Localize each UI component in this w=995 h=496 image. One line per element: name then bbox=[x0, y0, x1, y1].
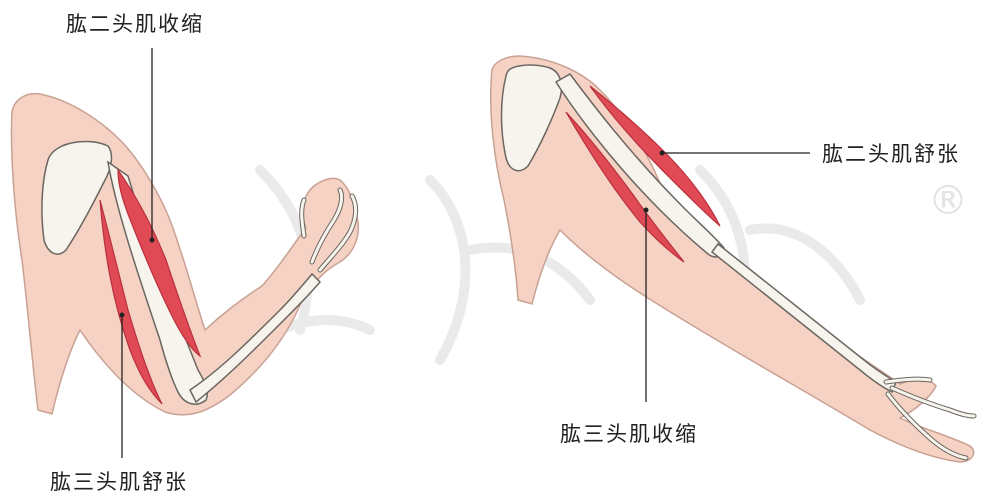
label-left-biceps-contract: 肱二头肌收缩 bbox=[66, 8, 204, 38]
left-biceps-leader-dot bbox=[150, 238, 155, 243]
right-triceps-leader-dot bbox=[644, 208, 649, 213]
right-biceps-leader-dot bbox=[660, 151, 665, 156]
left-flexed-arm bbox=[11, 48, 358, 458]
registered-mark: ® bbox=[928, 178, 968, 224]
label-right-triceps-contract: 肱三头肌收缩 bbox=[560, 418, 698, 448]
right-extended-arm bbox=[491, 56, 974, 462]
left-triceps-leader-dot bbox=[120, 313, 125, 318]
label-right-biceps-relax: 肱二头肌舒张 bbox=[822, 138, 960, 168]
